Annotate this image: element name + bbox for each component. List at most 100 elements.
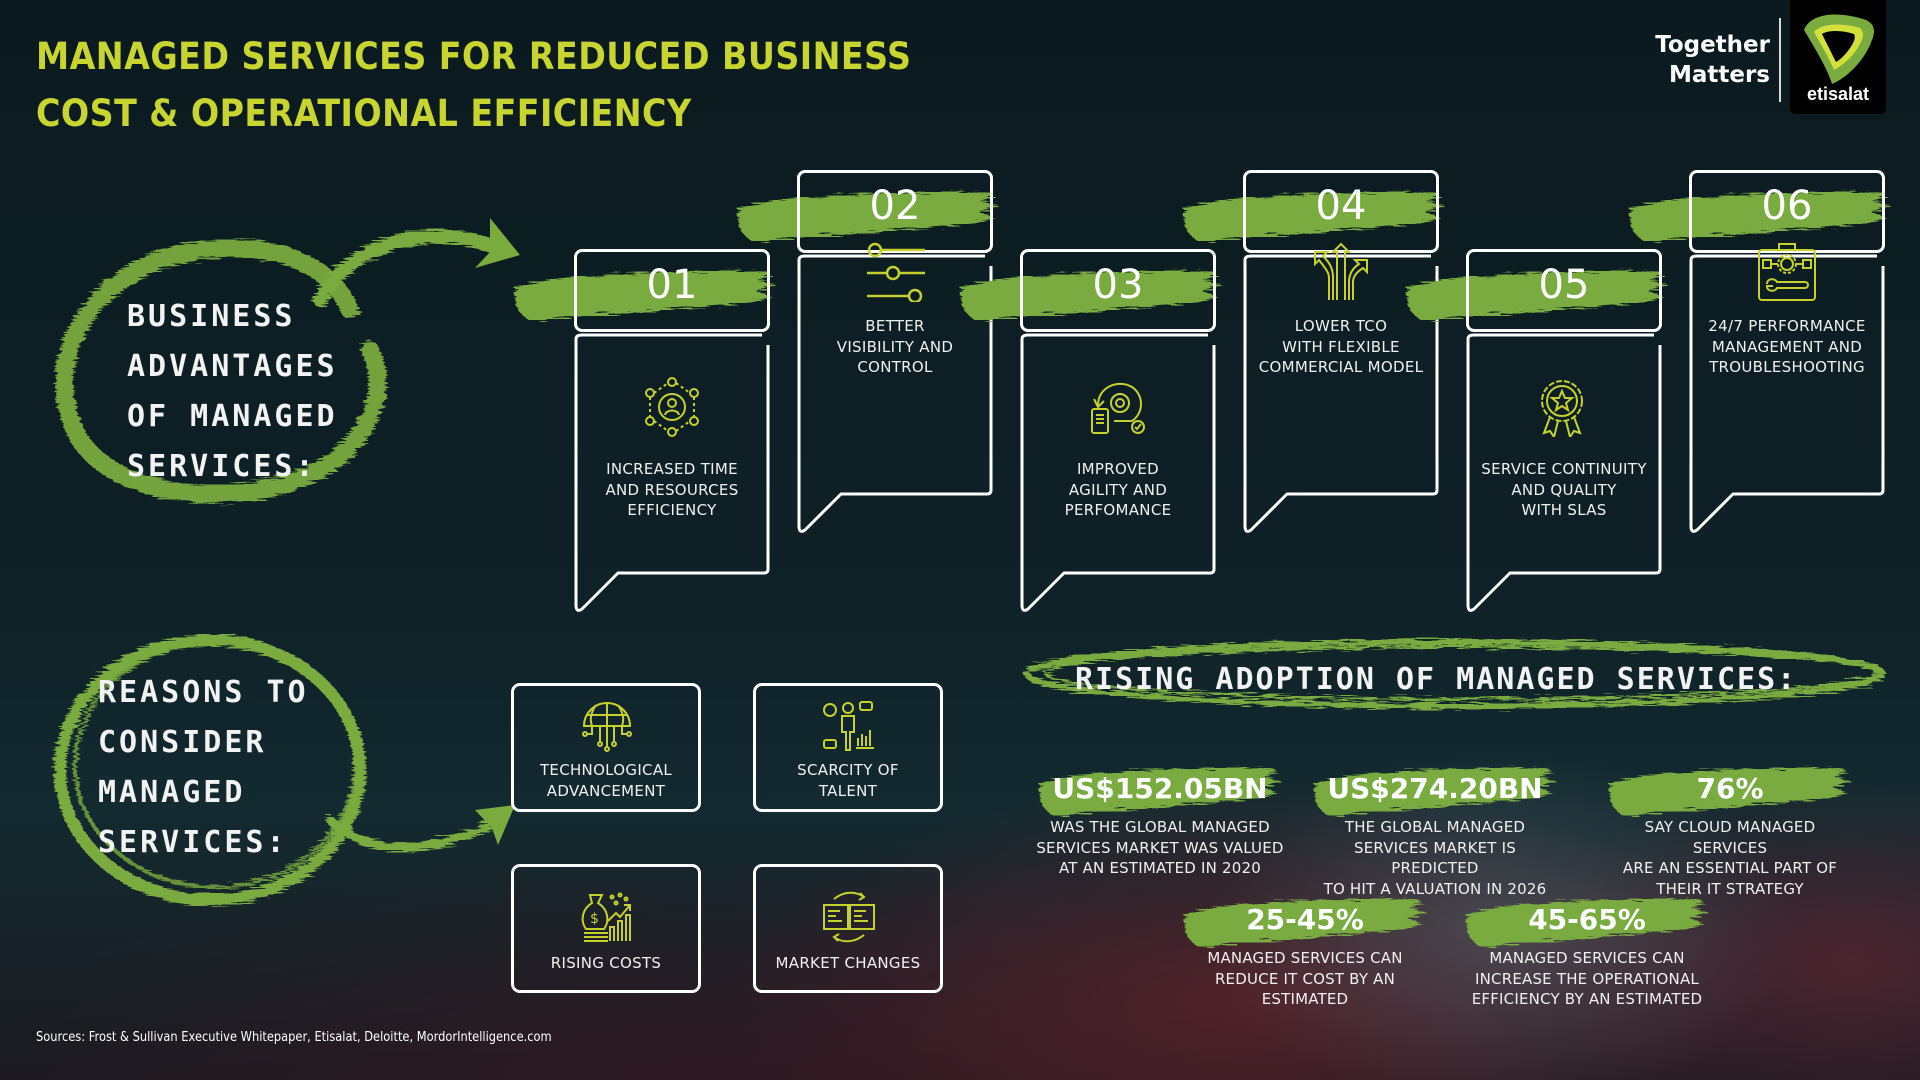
stat-value: 76% [1696,772,1764,805]
reason-scarcity-of-talent: SCARCITY OF TALENT [753,683,943,812]
card-label-line: 24/7 PERFORMANCE [1708,317,1866,335]
card-label: BETTER VISIBILITY AND CONTROL [797,316,993,378]
brand-tagline: Together Matters [1640,30,1770,90]
card-number: 04 [1315,183,1367,229]
reason-label: MARKET CHANGES [756,953,940,974]
award-ribbon-icon [1534,377,1594,440]
card-number: 03 [1092,262,1144,308]
card-label-line: AND RESOURCES [605,480,739,499]
card-number: 06 [1761,183,1813,229]
stat-description: MANAGED SERVICES CAN INCREASE THE OPERATI… [1462,948,1712,1010]
person-analytics-icon [822,700,876,752]
card-label-line: AND QUALITY [1511,480,1617,499]
globe-circuit-icon [580,700,634,752]
page-title: MANAGED SERVICES FOR REDUCED BUSINESS CO… [36,28,911,142]
advantages-heading-line: SERVICES: [127,449,317,484]
title-line-2: COST & OPERATIONAL EFFICIENCY [36,92,692,135]
card-number-box: 01 [574,249,770,332]
sliders-icon [865,242,925,304]
advantages-heading: BUSINESS ADVANTAGES OF MANAGED SERVICES: [127,292,338,492]
etisalat-logo [1790,0,1886,114]
reason-label-line: RISING COSTS [550,954,662,972]
logo-text: etisalat [1806,84,1870,104]
stat-value: US$152.05BN [1052,772,1268,805]
reason-label: SCARCITY OF TALENT [756,760,940,801]
stat-value: 25-45% [1246,903,1364,936]
gear-cycle-icon [1088,377,1148,437]
card-speech-bubble [574,333,770,612]
card-label-line: WITH SLAS [1521,501,1607,519]
reason-market-changes: MARKET CHANGES [753,864,943,993]
stat-description-line: AT AN ESTIMATED IN 2020 [1058,859,1262,877]
card-number-box: 02 [797,170,993,253]
svg-text:$: $ [590,911,599,927]
card-number: 02 [869,183,921,229]
tagline-line-1: Together [1655,32,1770,58]
card-speech-bubble [1020,333,1216,612]
card-label: INCREASED TIME AND RESOURCES EFFICIENCY [574,459,770,521]
stat-item: 76% SAY CLOUD MANAGED SERVICES ARE AN ESSE… [1605,762,1855,898]
card-label-line: EFFICIENCY [627,501,717,519]
card-label-line: PERFOMANCE [1064,501,1172,519]
card-speech-bubble [1689,254,1885,533]
brand-divider [1779,18,1781,102]
exchange-documents-icon [822,891,876,943]
stat-description-line: REDUCE IT COST BY AN [1214,969,1396,988]
reason-label-line: TECHNOLOGICAL [539,761,673,779]
stat-description: MANAGED SERVICES CAN REDUCE IT COST BY AN… [1180,948,1430,1010]
reason-technological-advancement: TECHNOLOGICAL ADVANCEMENT [511,683,701,812]
reasons-heading-line: MANAGED [98,775,246,810]
reason-label: RISING COSTS [514,953,698,974]
card-number-box: 06 [1689,170,1885,253]
reason-rising-costs: $ RISING COSTS [511,864,701,993]
title-line-1: MANAGED SERVICES FOR REDUCED BUSINESS [36,35,912,78]
stat-description-line: TO HIT A VALUATION IN 2026 [1323,879,1547,898]
card-label-line: CONTROL [857,358,933,376]
tagline-line-2: Matters [1668,62,1770,88]
reasons-heading-line: REASONS TO [98,675,309,710]
card-label-line: INCREASED TIME [606,460,738,478]
reason-label-line: MARKET CHANGES [775,954,921,972]
stat-description-line: MANAGED SERVICES CAN [1207,949,1403,967]
split-arrows-icon [1311,242,1371,302]
card-number-box: 03 [1020,249,1216,332]
stat-description-line: THE GLOBAL MANAGED [1344,818,1526,836]
card-label-line: SERVICE CONTINUITY [1481,460,1647,478]
stat-description-line: ARE AN ESSENTIAL PART OF [1622,859,1838,877]
money-bag-growth-icon: $ [580,891,634,943]
etisalat-logo-icon [1804,14,1874,85]
stat-description-line: THEIR IT STRATEGY [1656,879,1804,898]
stat-value: US$274.20BN [1327,772,1543,805]
network-people-icon [642,377,702,437]
card-label-line: BETTER [865,317,925,335]
reason-label-line: ADVANCEMENT [546,781,666,800]
stat-description-line: WAS THE GLOBAL MANAGED [1050,818,1270,836]
stat-description-line: INCREASE THE OPERATIONAL [1474,969,1699,988]
card-label-line: WITH FLEXIBLE [1282,337,1400,356]
reasons-circle-brush [54,634,515,906]
adoption-heading-ellipse [1024,639,1886,709]
stat-value: 45-65% [1528,903,1646,936]
card-number: 05 [1538,262,1590,308]
card-speech-bubble [1243,254,1439,533]
card-number-box: 05 [1466,249,1662,332]
reason-label-line: SCARCITY OF [797,761,899,779]
reason-label-line: TALENT [818,781,878,800]
reason-label: TECHNOLOGICAL ADVANCEMENT [514,760,698,801]
stat-description-line: ESTIMATED [1261,990,1349,1008]
advantages-heading-line: BUSINESS [127,299,296,334]
card-label-line: COMMERCIAL MODEL [1258,358,1424,376]
stat-description-line: SAY CLOUD MANAGED SERVICES [1644,818,1816,857]
reasons-heading-line: SERVICES: [98,825,288,860]
toolbox-icon [1757,242,1817,302]
stat-description-line: MANAGED SERVICES CAN [1489,949,1685,967]
card-label-line: TROUBLESHOOTING [1709,358,1865,376]
card-label-line: VISIBILITY AND [836,337,954,356]
